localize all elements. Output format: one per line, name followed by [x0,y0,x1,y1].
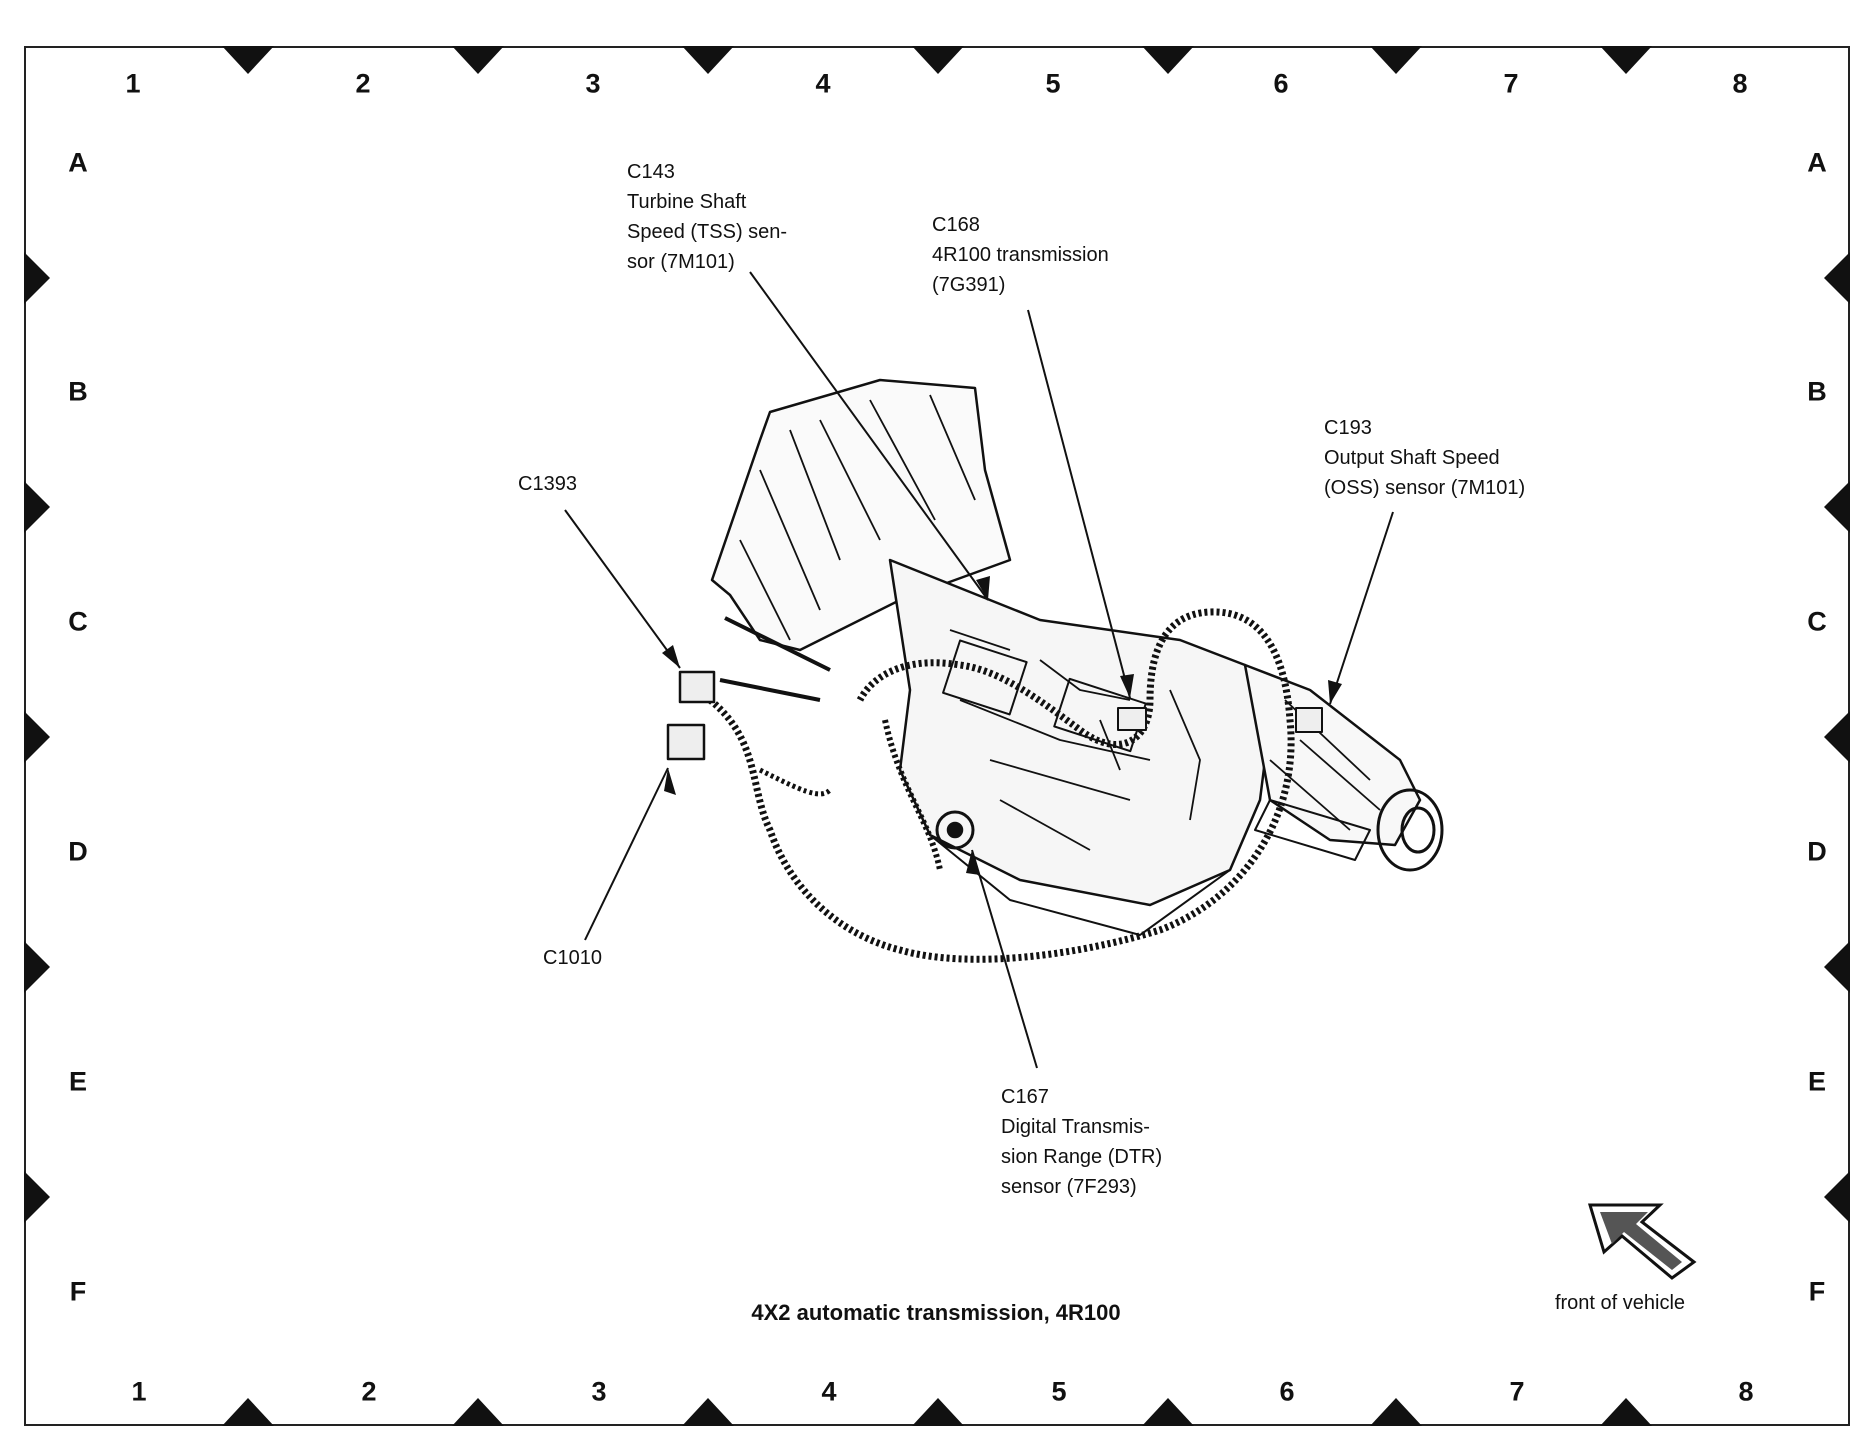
callout-c1010: C1010 [543,947,602,969]
arrowhead-c1010 [664,768,676,795]
column-number-top-1: 1 [125,68,141,99]
column-number-top-5: 5 [1045,68,1061,99]
bottom-marker-5 [1142,1398,1194,1426]
leader-lines [564,271,1394,1069]
left-marker-2 [24,481,50,533]
top-marker-6 [1370,46,1422,74]
right-marker-1 [1824,252,1850,304]
row-letter-left-E: E [68,1066,88,1097]
bottom-marker-3 [682,1398,734,1426]
column-number-top-8: 8 [1732,68,1748,99]
row-letter-right-C: C [1807,606,1827,637]
column-number-bottom-6: 6 [1279,1376,1295,1407]
callout-c143: C143 Turbine Shaft Speed (TSS) sen- sor … [627,161,788,273]
connector-c168 [1117,707,1147,731]
column-number-top-7: 7 [1503,68,1519,99]
callout-c193: C193 Output Shaft Speed (OSS) sensor (7M… [1324,417,1526,499]
column-number-bottom-8: 8 [1738,1376,1754,1407]
grid-markers [24,46,1850,1426]
right-marker-5 [1824,1171,1850,1223]
left-marker-4 [24,941,50,993]
connector-c1010 [666,723,706,761]
row-letter-left-F: F [69,1276,87,1307]
bottom-marker-2 [452,1398,504,1426]
output-yoke-inner [1400,806,1436,854]
callout-c167: C167 Digital Transmis- sion Range (DTR) … [1001,1086,1163,1198]
row-letter-right-D: D [1807,836,1827,867]
wiring-harness [707,608,1295,963]
front-of-vehicle-label: front of vehicle [1554,1292,1686,1314]
column-number-bottom-4: 4 [821,1376,837,1407]
column-number-bottom-5: 5 [1051,1376,1067,1407]
output-yoke [1376,788,1444,872]
extension-housing [1243,663,1422,847]
diagram-title: 4X2 automatic transmission, 4R100 [751,1300,1121,1325]
top-marker-7 [1600,46,1652,74]
leader-c1393 [564,509,681,669]
connector-c1393 [678,670,716,704]
bottom-marker-1 [222,1398,274,1426]
arrowhead-c143 [976,576,990,600]
top-marker-4 [912,46,964,74]
row-letter-left-D: D [68,836,88,867]
right-marker-3 [1824,711,1850,763]
valve-body-block [942,639,1028,716]
bottom-marker-7 [1600,1398,1652,1426]
column-number-bottom-7: 7 [1509,1376,1525,1407]
leader-arrowheads [662,576,1342,875]
callout-c168: C168 4R100 transmission (7G391) [932,214,1109,296]
dtr-sensor [935,810,975,850]
column-number-top-3: 3 [585,68,601,99]
arrowhead-c167 [966,850,980,875]
column-number-top-2: 2 [355,68,371,99]
leader-c193 [1329,511,1394,705]
crossmember [1254,799,1371,861]
bottom-marker-6 [1370,1398,1422,1426]
row-letter-left-A: A [68,147,88,178]
connector-c193 [1295,707,1323,733]
left-marker-1 [24,252,50,304]
callout-c1393: C1393 [518,473,577,495]
top-marker-5 [1142,46,1194,74]
top-marker-3 [682,46,734,74]
right-marker-4 [1824,941,1850,993]
arrowhead-c193 [1328,680,1342,704]
left-marker-5 [24,1171,50,1223]
arrowhead-c1393 [662,645,680,668]
column-number-top-4: 4 [815,68,831,99]
selector-shaft [719,616,831,702]
leader-c1010 [584,767,669,941]
row-letter-left-B: B [68,376,88,407]
leader-c143 [749,271,989,601]
arrowhead-c168 [1120,674,1134,698]
column-number-bottom-1: 1 [131,1376,147,1407]
right-marker-2 [1824,481,1850,533]
harness-branch-2 [758,767,832,797]
bottom-marker-4 [912,1398,964,1426]
column-number-bottom-3: 3 [591,1376,607,1407]
column-number-bottom-2: 2 [361,1376,377,1407]
bell-housing-ribs [739,394,976,641]
left-marker-3 [24,711,50,763]
column-number-top-6: 6 [1273,68,1289,99]
leader-c168 [1027,309,1131,699]
top-marker-2 [452,46,504,74]
row-letter-left-C: C [68,606,88,637]
row-letter-right-E: E [1807,1066,1827,1097]
transmission-illustration [666,378,1444,963]
dtr-sensor-center [946,821,964,839]
top-marker-1 [222,46,274,74]
row-letter-right-F: F [1808,1276,1826,1307]
front-of-vehicle-arrow-icon [1587,1203,1697,1280]
leader-c167 [971,849,1038,1069]
row-letter-right-B: B [1807,376,1827,407]
row-letter-right-A: A [1807,147,1827,178]
